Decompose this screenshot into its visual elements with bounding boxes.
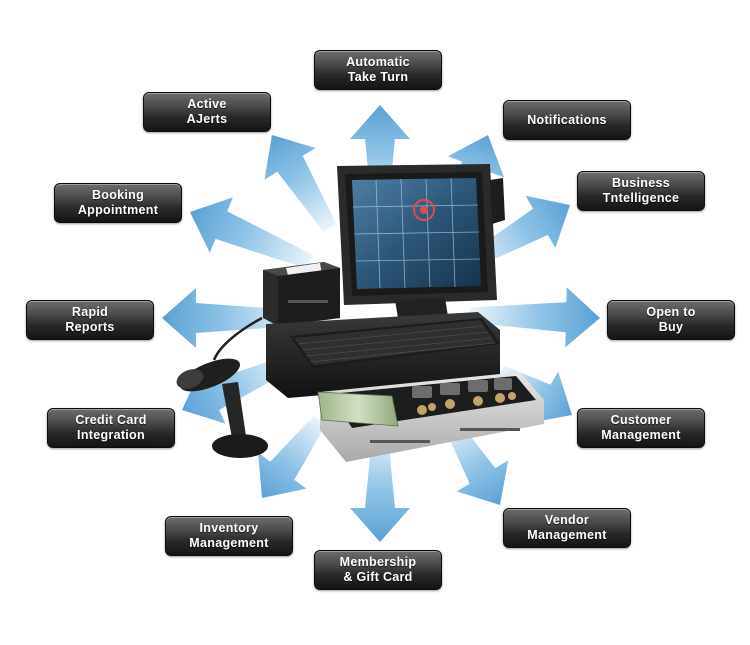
arrow-rapid-reports <box>162 288 300 348</box>
feature-label-notifications: Notifications <box>503 100 631 140</box>
arrow-open-to-buy <box>469 287 600 348</box>
arrow-membership-gift-card <box>350 430 410 542</box>
receipt-printer-icon <box>263 262 340 326</box>
feature-label-booking-appointment: Booking Appointment <box>54 183 182 223</box>
arrow-active-alerts <box>264 135 337 232</box>
barcode-scanner-icon <box>176 316 268 458</box>
arrow-booking-appointment <box>190 197 313 269</box>
monitor-icon <box>337 164 505 318</box>
feature-label-vendor-management: Vendor Management <box>503 508 631 548</box>
arrow-automatic-take-turn <box>350 105 410 215</box>
feature-label-rapid-reports: Rapid Reports <box>26 300 154 340</box>
feature-label-business-intelligence: Business Tntelligence <box>577 171 705 211</box>
feature-label-customer-management: Customer Management <box>577 408 705 448</box>
feature-label-inventory-management: Inventory Management <box>165 516 293 556</box>
pos-terminal-icon <box>176 164 544 462</box>
keyboard-icon <box>290 318 500 368</box>
feature-label-open-to-buy: Open to Buy <box>607 300 735 340</box>
feature-label-credit-card-integration: Credit Card Integration <box>47 408 175 448</box>
feature-label-automatic-take-turn: Automatic Take Turn <box>314 50 442 90</box>
feature-label-membership-gift-card: Membership & Gift Card <box>314 550 442 590</box>
feature-label-active-alerts: Active AJerts <box>143 92 271 132</box>
arrow-inventory-management <box>258 415 326 498</box>
